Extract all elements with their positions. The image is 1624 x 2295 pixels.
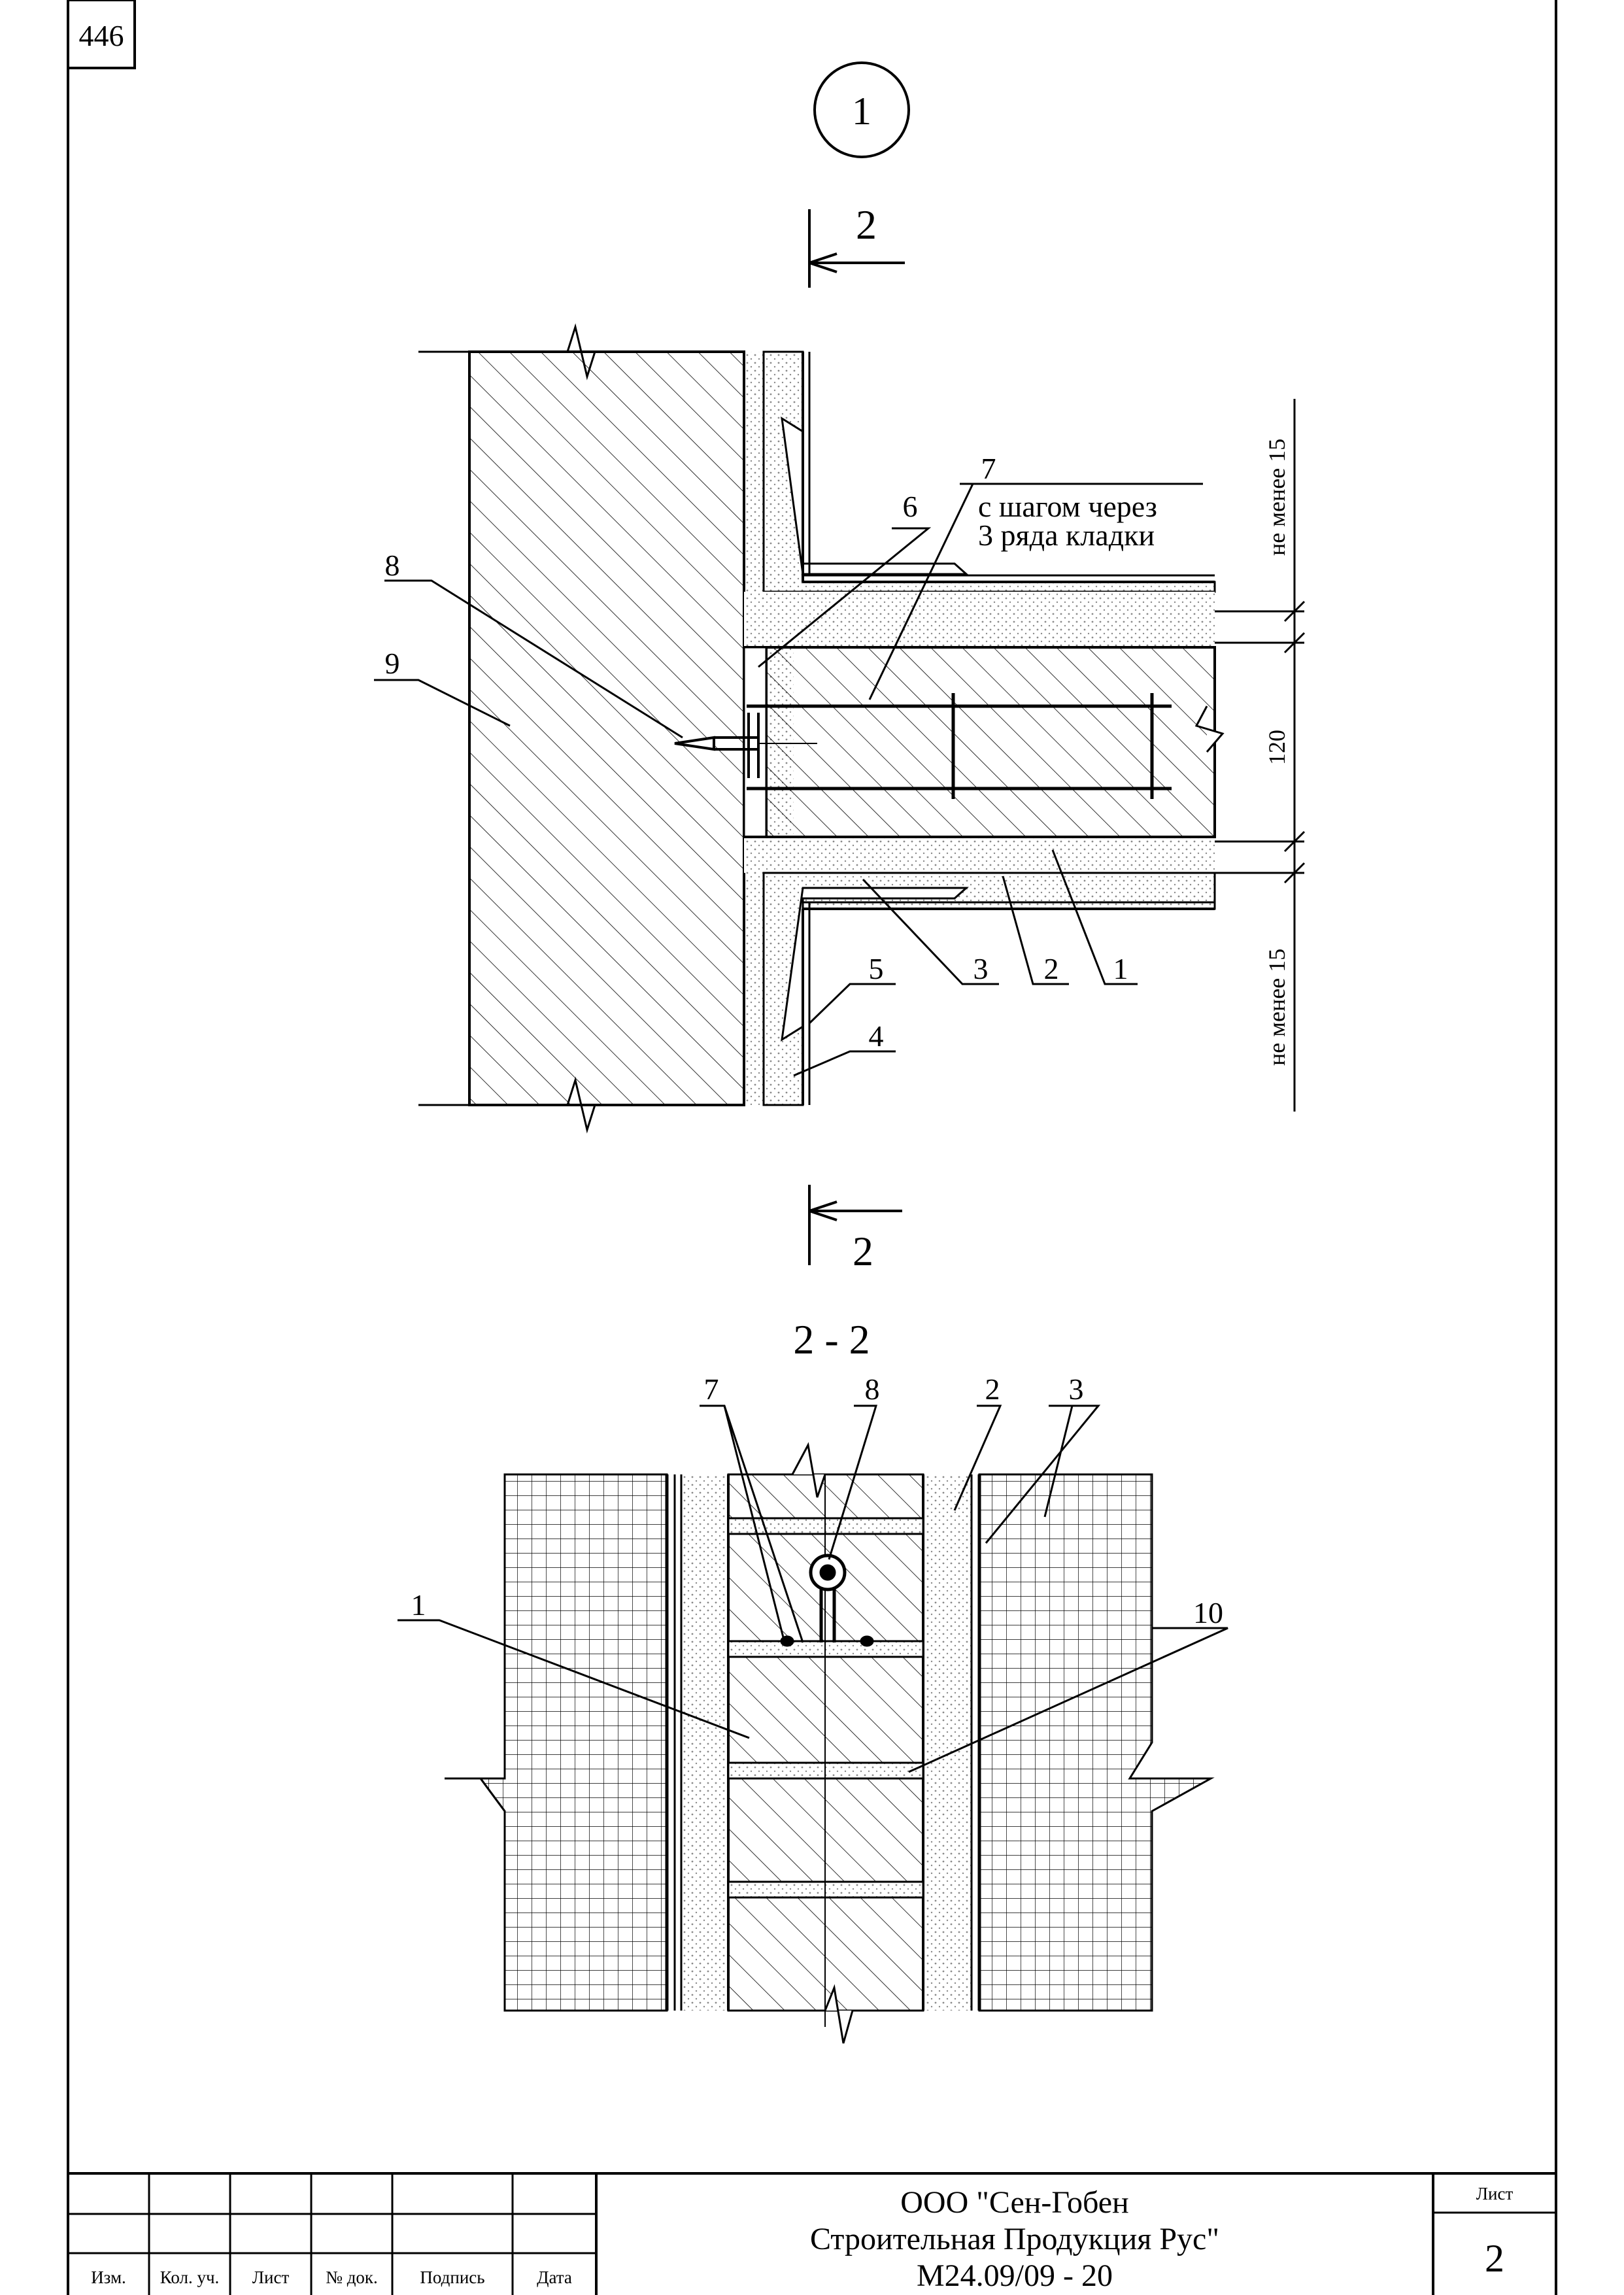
callout-3: 3	[973, 952, 989, 985]
section-title: 2 - 2	[793, 1316, 870, 1363]
callout-8: 8	[385, 549, 400, 582]
callout-8-section: 8	[865, 1372, 880, 1406]
break-line-top	[418, 323, 744, 381]
mortar-joint-lower	[744, 837, 1215, 873]
plaster-strip-left	[681, 1474, 728, 2011]
callout-5: 5	[869, 952, 884, 985]
title-block	[68, 2172, 1556, 2295]
anchor-section	[780, 1554, 874, 1647]
callout-1-section: 1	[411, 1588, 426, 1622]
company-name-line2: Строительная Продукция Рус"	[810, 2222, 1219, 2256]
dimension-line	[1215, 399, 1306, 1112]
note-step-line2: 3 ряда кладки	[978, 518, 1155, 552]
section-leaders	[398, 1404, 1228, 1773]
plan-view: не менее 15 120 не менее 15 8 9 6 7 с ша…	[374, 323, 1306, 1134]
company-name-line1: ООО "Сен-Гобен	[900, 2185, 1128, 2220]
callout-7-section: 7	[704, 1372, 719, 1406]
document-code: М24.09/09 - 20	[917, 2258, 1113, 2293]
callout-3-section: 3	[1069, 1372, 1084, 1406]
header-doc-no: № док.	[326, 2268, 378, 2287]
insulation-block-right	[978, 1473, 1215, 2012]
section-marker-bottom	[808, 1185, 902, 1265]
partition-masonry	[765, 646, 1216, 838]
sheet-label: Лист	[1476, 2184, 1514, 2203]
callout-10-section: 10	[1193, 1596, 1223, 1629]
header-date: Дата	[537, 2268, 572, 2287]
header-kol-uch: Кол. уч.	[160, 2268, 220, 2287]
node-number: 1	[852, 90, 871, 133]
section-number-top: 2	[856, 201, 877, 248]
page-number: 446	[79, 19, 124, 52]
header-izm: Изм.	[91, 2268, 126, 2287]
header-list: Лист	[252, 2268, 290, 2287]
callout-7: 7	[981, 452, 996, 485]
dimension-min-top: не менее 15	[1264, 439, 1290, 556]
plan-leaders	[374, 483, 1203, 1077]
callout-6: 6	[903, 490, 918, 523]
dimension-thickness: 120	[1264, 730, 1290, 765]
anchor	[674, 713, 817, 778]
section-marker-top	[808, 209, 905, 288]
callout-2: 2	[1044, 952, 1059, 985]
section-number-bottom: 2	[853, 1228, 873, 1274]
brick-wall	[468, 350, 745, 1106]
sheet-frame	[67, 0, 1557, 2295]
mortar-joint-upper	[744, 592, 1215, 647]
section-view: 7 8 2 3 1 10	[398, 1372, 1228, 2044]
callout-1: 1	[1113, 952, 1128, 985]
dimension-min-bottom: не менее 15	[1264, 949, 1290, 1066]
header-signature: Подпись	[420, 2268, 484, 2287]
note-step-line1: с шагом через	[978, 490, 1157, 523]
break-line-bottom	[418, 1076, 744, 1134]
callout-2-section: 2	[985, 1372, 1000, 1406]
title-block-headers: Изм. Кол. уч. Лист № док. Подпись Дата	[91, 2268, 572, 2287]
sheet-number: 2	[1485, 2237, 1504, 2280]
callout-9: 9	[385, 647, 400, 680]
plaster-strip-right	[923, 1474, 972, 2011]
insulation-block-left	[445, 1473, 668, 2012]
callout-4: 4	[869, 1019, 884, 1053]
node-number-circle	[813, 61, 910, 158]
reinforcement-mesh	[747, 693, 1172, 799]
